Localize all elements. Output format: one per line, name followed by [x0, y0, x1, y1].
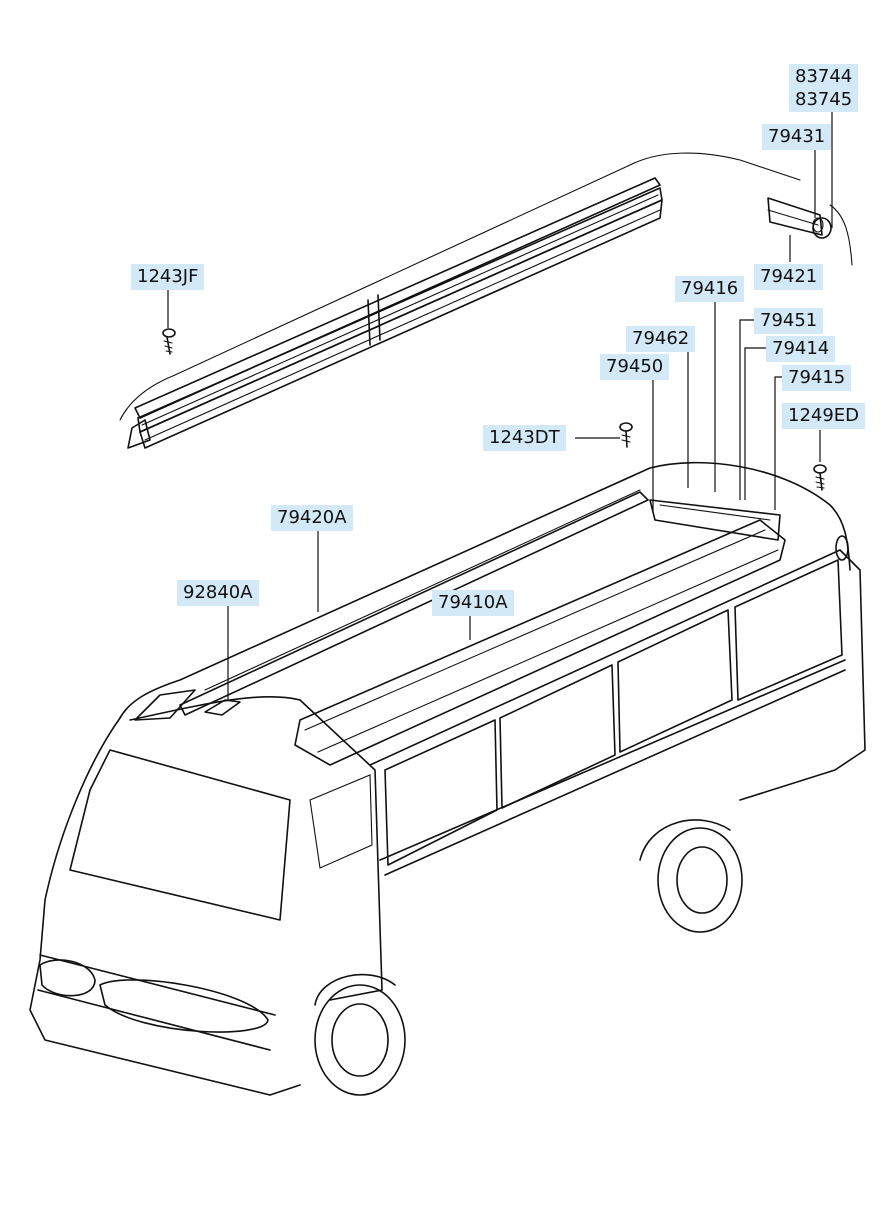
callout-79410a[interactable]: 79410A	[432, 590, 514, 616]
callout-79416[interactable]: 79416	[675, 276, 745, 302]
minibus-body	[29, 461, 866, 1096]
callout-92840a[interactable]: 92840A	[177, 580, 259, 606]
screw-1243dt-icon	[619, 422, 633, 448]
callout-79420a[interactable]: 79420A	[271, 505, 353, 531]
callout-79450[interactable]: 79450	[600, 354, 670, 380]
rear-rail-end-piece	[767, 197, 832, 239]
roof-rail-exploded	[119, 152, 853, 449]
screw-1243jf-icon	[162, 328, 176, 355]
callout-79431[interactable]: 79431	[762, 124, 832, 150]
callout-79414[interactable]: 79414	[766, 336, 836, 362]
callout-79415[interactable]: 79415	[782, 365, 852, 391]
callout-1243jf[interactable]: 1243JF	[131, 264, 205, 290]
callout-79421[interactable]: 79421	[754, 264, 824, 290]
callout-79451[interactable]: 79451	[754, 308, 824, 334]
leader-lines	[167, 112, 833, 700]
callout-1249ed[interactable]: 1249ED	[782, 403, 866, 429]
screw-1249ed-icon	[813, 464, 827, 491]
callout-83744-83745[interactable]: 83744 83745	[789, 64, 859, 112]
callout-1243dt[interactable]: 1243DT	[483, 425, 566, 451]
callout-79462[interactable]: 79462	[626, 326, 696, 352]
